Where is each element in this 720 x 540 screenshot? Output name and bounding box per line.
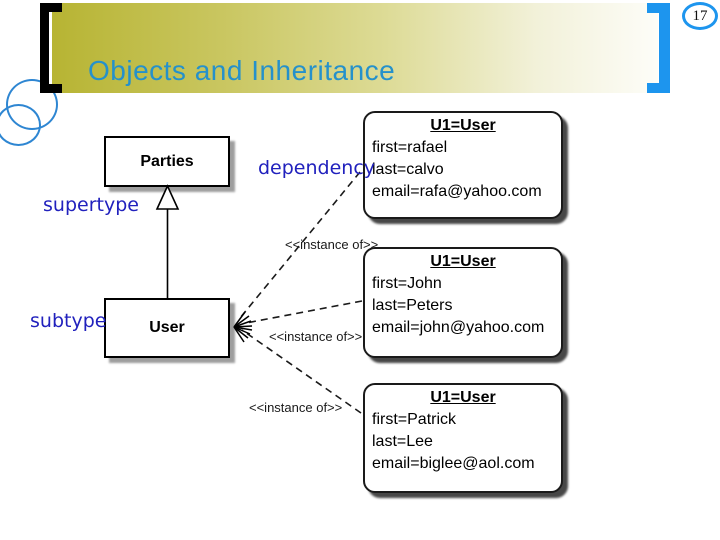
object-attributes: first=Patrick last=Lee email=biglee@aol.… xyxy=(365,407,561,475)
right-bracket-icon xyxy=(659,3,670,93)
left-bracket-top-arm xyxy=(40,3,62,12)
left-bracket-bottom-arm xyxy=(40,84,62,93)
page-number: 17 xyxy=(692,7,708,24)
attr-first: first=John xyxy=(372,275,442,292)
inheritance-arrow xyxy=(155,184,180,298)
class-box-parties: Parties xyxy=(104,136,230,187)
instance-of-label-2: <<instance of>> xyxy=(269,329,363,344)
object-box-john: U1=User first=John last=Peters email=joh… xyxy=(363,247,563,358)
attr-last: last=calvo xyxy=(372,161,444,178)
attr-first: first=Patrick xyxy=(372,411,457,428)
object-box-patrick: U1=User first=Patrick last=Lee email=big… xyxy=(363,383,563,493)
class-box-user: User xyxy=(104,298,230,358)
attr-email: email=rafa@yahoo.com xyxy=(372,183,542,200)
instance-of-dependency-lines xyxy=(239,171,363,414)
supertype-label: supertype xyxy=(43,194,139,216)
right-bracket-bottom-arm xyxy=(647,83,670,93)
attr-email: email=biglee@aol.com xyxy=(372,455,535,472)
object-box-rafael: U1=User first=rafael last=calvo email=ra… xyxy=(363,111,563,219)
object-title: U1=User xyxy=(430,389,496,406)
dependency-line-2 xyxy=(245,300,363,324)
right-bracket-top-arm xyxy=(647,3,670,13)
header-gradient-bar xyxy=(52,3,658,93)
object-title: U1=User xyxy=(430,253,496,270)
class-name-parties: Parties xyxy=(140,152,194,170)
page-number-badge: 17 xyxy=(682,2,718,30)
left-bracket-icon xyxy=(40,3,49,93)
subtype-label: subtype xyxy=(30,310,107,332)
object-attributes: first=rafael last=calvo email=rafa@yahoo… xyxy=(365,135,561,203)
object-title: U1=User xyxy=(430,117,496,134)
object-attributes: first=John last=Peters email=john@yahoo.… xyxy=(365,271,561,339)
dependency-label: dependency xyxy=(258,157,376,179)
instance-arrowheads-burst xyxy=(233,311,253,343)
decorative-ring-small xyxy=(0,104,41,146)
class-name-user: User xyxy=(149,319,185,336)
instance-of-label-3: <<instance of>> xyxy=(249,400,343,415)
attr-last: last=Lee xyxy=(372,433,433,450)
attr-email: email=john@yahoo.com xyxy=(372,319,545,336)
page-title: Objects and Inheritance xyxy=(88,55,396,86)
attr-last: last=Peters xyxy=(372,297,453,314)
instance-of-label-1: <<instance of>> xyxy=(285,237,379,252)
attr-first: first=rafael xyxy=(372,139,448,156)
